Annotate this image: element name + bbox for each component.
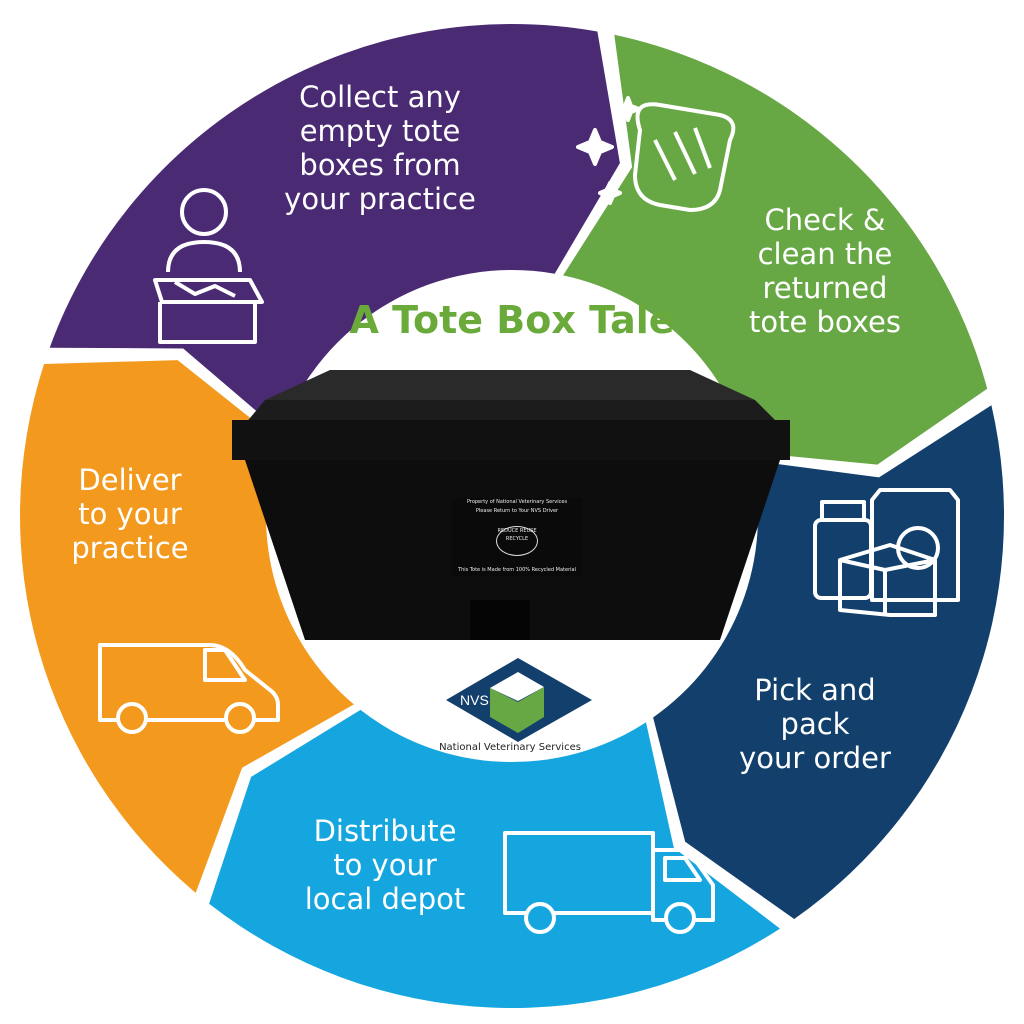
step-label-deliver: Deliver to your practice xyxy=(71,463,189,565)
truck-icon xyxy=(503,831,715,934)
box-label-line: This Tote is Made from 100% Recycled Mat… xyxy=(458,567,576,573)
tote-box-label: Property of National Veterinary Services… xyxy=(452,498,582,576)
person-holding-box-icon xyxy=(153,188,264,344)
segment-deliver xyxy=(20,360,354,893)
segment-pick xyxy=(653,405,1005,919)
svg-text:NVS: NVS xyxy=(460,692,489,708)
nvs-logo: NVS xyxy=(446,658,592,742)
box-label-line: Please Return to Your NVS Driver xyxy=(475,508,559,514)
products-pack-icon xyxy=(813,488,960,617)
segment-clean xyxy=(563,34,988,465)
hand-cleaning-sparkle-icon xyxy=(576,96,736,212)
box-label-line: Property of National Veterinary Services xyxy=(466,499,568,505)
step-label-distribute: Distribute to your local depot xyxy=(304,814,466,916)
page-title: A Tote Box Tale xyxy=(349,298,675,342)
van-icon xyxy=(98,643,280,734)
segment-collect xyxy=(49,24,620,432)
step-label-pick: Pick and pack your order xyxy=(739,673,891,775)
recycle-seal: REDUCE REUSE RECYCLE xyxy=(496,526,538,556)
step-label-collect: Collect any empty tote boxes from your p… xyxy=(284,80,476,216)
step-label-clean: Check & clean the returned tote boxes xyxy=(748,203,902,339)
nvs-company-name: National Veterinary Services xyxy=(439,742,581,753)
segment-distribute xyxy=(209,709,781,1008)
